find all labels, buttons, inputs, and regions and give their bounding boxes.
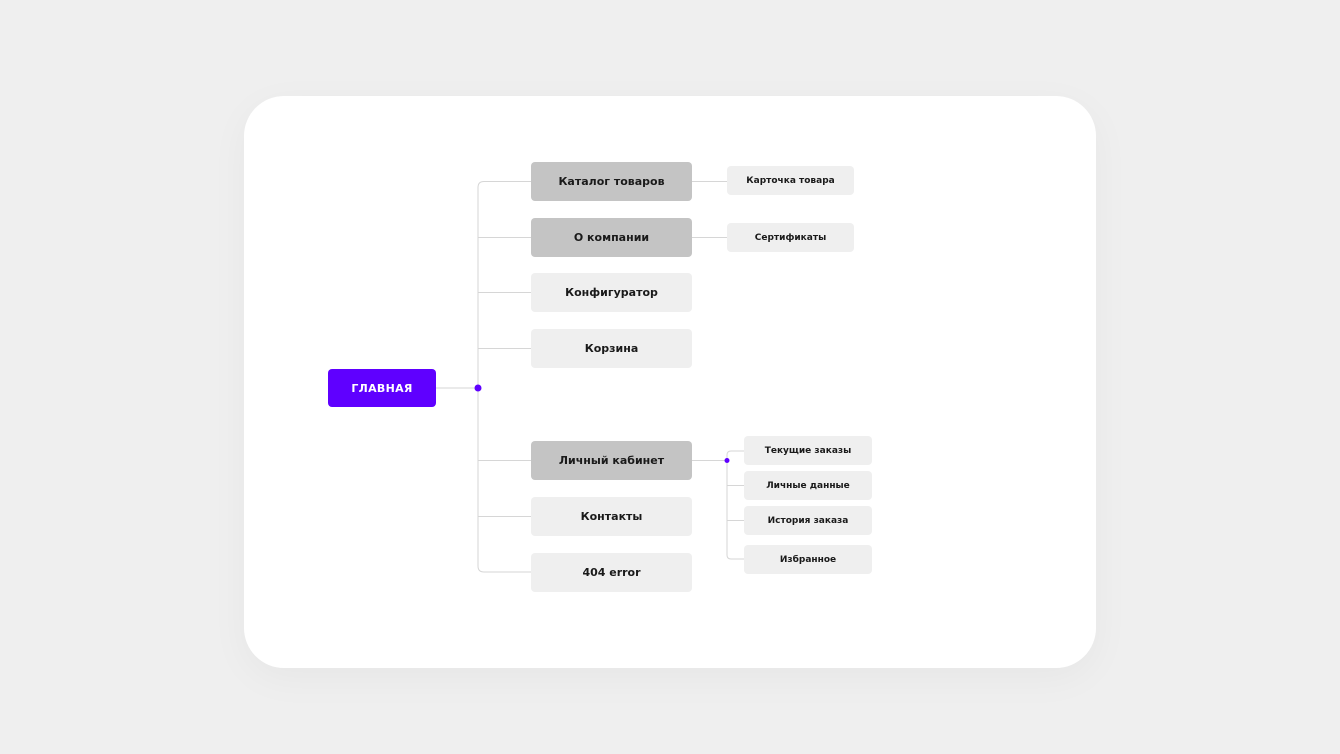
node-404[interactable]: 404 error bbox=[531, 553, 692, 592]
trunk-line bbox=[477, 181, 531, 573]
subnode-izbrannoe[interactable]: Избранное bbox=[744, 545, 872, 574]
subnode-lichnye-dannye[interactable]: Личные данные bbox=[744, 471, 872, 500]
subnode-tekushchie-zakazy[interactable]: Текущие заказы bbox=[744, 436, 872, 465]
node-kontakty[interactable]: Контакты bbox=[531, 497, 692, 536]
branch-dot bbox=[474, 384, 482, 392]
home-node[interactable]: ГЛАВНАЯ bbox=[328, 369, 436, 407]
node-lichny-kabinet[interactable]: Личный кабинет bbox=[531, 441, 692, 480]
sub-branch-dot bbox=[724, 458, 730, 463]
node-katalog[interactable]: Каталог товаров bbox=[531, 162, 692, 201]
node-o-kompanii[interactable]: О компании bbox=[531, 218, 692, 257]
subnode-istoriya-zakaza[interactable]: История заказа bbox=[744, 506, 872, 535]
node-korzina[interactable]: Корзина bbox=[531, 329, 692, 368]
subnode-kartochka[interactable]: Карточка товара bbox=[727, 166, 854, 195]
node-konfigurator[interactable]: Конфигуратор bbox=[531, 273, 692, 312]
subnode-sertifikaty[interactable]: Сертификаты bbox=[727, 223, 854, 252]
sub-trunk-line bbox=[726, 450, 744, 560]
